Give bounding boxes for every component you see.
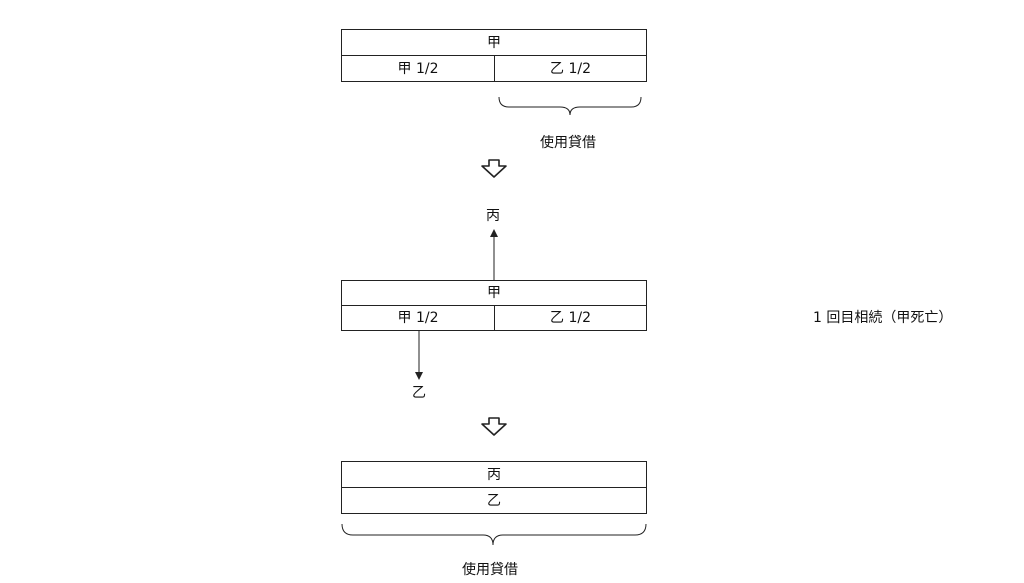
- stage2-left-share-cell: 甲 1/2: [342, 306, 494, 330]
- stage2-top-owner-cell: 甲: [342, 281, 646, 305]
- stage1-left-share-cell: 甲 1/2: [342, 56, 494, 81]
- stage2-side-note: 1 回目相続（甲死亡）: [813, 310, 953, 326]
- stage3-bottom-owner-label: 乙: [487, 492, 501, 509]
- outline-down-arrow-icon: [481, 159, 507, 178]
- stage1-table: 甲 甲 1/2 乙 1/2: [341, 29, 647, 82]
- stage3-bottom-owner-cell: 乙: [342, 488, 646, 513]
- stage2-top-owner-label: 甲: [487, 285, 501, 301]
- stage2-left-share-label: 甲 1/2: [397, 310, 439, 326]
- stage2-right-share-label: 乙 1/2: [550, 310, 591, 326]
- stage3-table: 丙 乙: [341, 461, 647, 514]
- stage2-up-label: 丙: [486, 208, 500, 224]
- stage1-left-share-label: 甲 1/2: [397, 60, 439, 77]
- stage3-brace: [341, 523, 647, 546]
- stage1-col-divider: [494, 56, 495, 81]
- outline-down-arrow-icon: [481, 417, 507, 436]
- stage3-top-owner-label: 丙: [487, 466, 501, 483]
- stage1-row-divider: [342, 55, 646, 56]
- stage1-top-owner-label: 甲: [487, 34, 501, 51]
- stage2-right-share-cell: 乙 1/2: [495, 306, 646, 330]
- stage3-row-divider: [342, 487, 646, 488]
- stage1-brace-label: 使用貸借: [540, 135, 596, 151]
- stage1-right-share-label: 乙 1/2: [550, 60, 591, 77]
- stage3-top-owner-cell: 丙: [342, 462, 646, 487]
- stage2-down-label: 乙: [412, 385, 426, 401]
- stage3-brace-label: 使用貸借: [462, 562, 518, 578]
- stage2-table: 甲 甲 1/2 乙 1/2: [341, 280, 647, 331]
- stage1-brace: [498, 96, 642, 116]
- stage2-row-divider: [342, 305, 646, 306]
- stage2-col-divider: [494, 306, 495, 330]
- stage1-right-share-cell: 乙 1/2: [495, 56, 646, 81]
- stage1-top-owner-cell: 甲: [342, 30, 646, 55]
